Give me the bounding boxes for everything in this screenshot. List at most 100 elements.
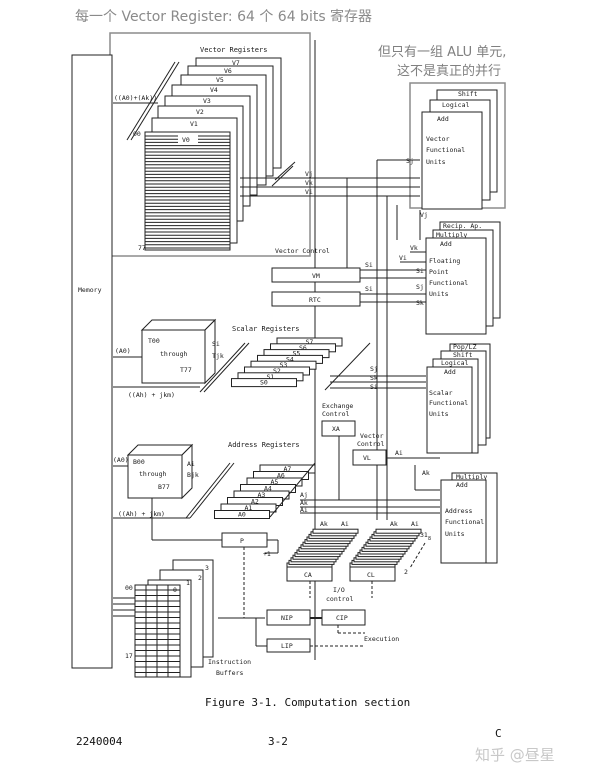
afu-label-1: Address [445,507,472,515]
sfu-shift: Shift [453,351,473,359]
b-ai: Ai [187,460,195,468]
t-address-out: ((Ah) + jkm) [128,391,175,399]
io-label-2: control [326,595,353,603]
t-bottom: T77 [180,366,192,374]
buffer-3: 3 [205,564,209,572]
v3-label: V3 [203,97,211,105]
fpu-multiply: Multiply [436,231,467,239]
top-annotation: 每一个 Vector Register: 64 个 64 bits 寄存器 [75,8,372,25]
ca-ak: Ak [320,520,328,528]
alu-note-line2: 这不是真正的并行 [397,63,501,79]
io-channel [312,528,359,534]
v0-label: V0 [182,136,190,144]
fpu-label-2: Point [429,268,449,276]
vj-label: Vj [305,170,313,178]
cl-ai: Ai [411,520,419,528]
b-address-out: ((Ah) + jkm) [118,510,165,518]
vfu-label-1: Vector [426,135,450,143]
buffer-1: 1 [186,579,190,587]
scalar-register-label: S4 [286,355,294,363]
vfu-add: Add [437,115,449,123]
scalar-register-label: S7 [306,338,314,346]
io-channels: CA CL Ak Ai Ak Ai 31 8 2 I/O control [286,520,431,603]
vfu-shift: Shift [458,90,478,98]
sfu-label-3: Units [429,410,449,418]
io-channel [375,528,422,534]
buffer-0: 0 [173,586,177,594]
address-register-a0 [214,510,270,519]
a-aj: Aj [300,491,308,499]
b-registers: B00 through B77 (A0) ((Ah) + jkm) Ai Bjk [113,443,222,541]
vm-si: Si [365,261,373,269]
vfu-logical: Logical [442,101,469,109]
fpu-label-1: Floating [429,257,460,265]
scalar-functional-units: Pop/LZ Shift Logical Add Scalar Function… [426,343,491,454]
vector-control: Vector Control VM RTC Si Si [271,247,426,307]
v7-label: V7 [232,59,240,67]
lip-label: LIP [281,642,293,650]
vm-label: VM [312,272,320,280]
vfu-label-3: Units [426,158,446,166]
fpu-sk: Sk [416,299,424,307]
scalar-register-label: S6 [299,344,307,352]
address-register-label: A5 [271,478,279,486]
ca-ai: Ai [341,520,349,528]
sfu-poplz: Pop/LZ [453,343,477,351]
afu-ak: Ak [422,469,430,477]
v1-label: V1 [190,120,198,128]
channel-count-top: 31 [420,531,428,539]
p-label: P [240,537,244,545]
memory-label: Memory [78,286,102,294]
address-register-label: A0 [238,511,246,519]
scalar-register-label: S5 [293,350,301,358]
buffer-first-row: 00 [125,584,133,592]
instruction-buffers: 3 2 1 0 00 17 Instruction Buffers [113,559,251,678]
watermark: 知乎 @昼星 [475,746,555,764]
vfu-label-2: Functional [426,146,465,154]
vl-label-2: Control [357,440,384,448]
sfu-logical: Logical [441,359,468,367]
vm-box [271,267,361,283]
a-ak: Ak [300,499,308,507]
vk-label: Vk [305,179,313,187]
fpu-sj: Sj [416,283,424,291]
afu-add: Add [456,481,468,489]
fpu-recip: Recip. Ap. [443,222,482,230]
address-functional-units: Multiply Add Address Functional Units Ak [414,465,498,564]
revision-letter: C [495,727,502,740]
fpu-si: Si [416,267,424,275]
xa-label: XA [332,425,340,433]
afu-label-2: Functional [445,518,484,526]
a-ai: Ai [300,506,308,514]
s-sj: Sj [370,365,378,373]
instruction-pipeline: NIP CIP LIP Execution [218,609,399,653]
scalar-register-label: S3 [280,361,288,369]
v6-label: V6 [224,67,232,75]
fpu-vi: Vi [399,254,407,262]
scalar-register-label: S0 [260,379,268,387]
fpu-label-4: Units [429,290,449,298]
t-through: through [160,350,187,358]
afu-multiply: Multiply [456,473,487,481]
scalar-register-label: S1 [267,373,275,381]
scalar-register-s0 [231,378,297,388]
vi-label: Vi [305,188,313,196]
vector-control-label: Vector Control [275,247,330,255]
channel-count-base: 8 [428,536,431,542]
vector-registers-title: Vector Registers [200,46,267,54]
address-register-label: A4 [264,485,272,493]
fpu-add: Add [440,240,452,248]
alu-note-line1: 但只有一组 ALU 单元, [378,45,506,60]
s-si: Si [370,383,378,391]
vfu-sj-label: Sj [406,157,414,165]
address-register-label: A3 [258,491,266,499]
afu-label-3: Units [445,530,465,538]
sfu-add: Add [444,368,456,376]
b-address-in: (A0) [113,456,129,464]
floating-point-units: Recip. Ap. Multiply Add Floating Point F… [399,210,501,335]
cl-ak: Ak [390,520,398,528]
v-last-element: 77 [138,244,146,252]
